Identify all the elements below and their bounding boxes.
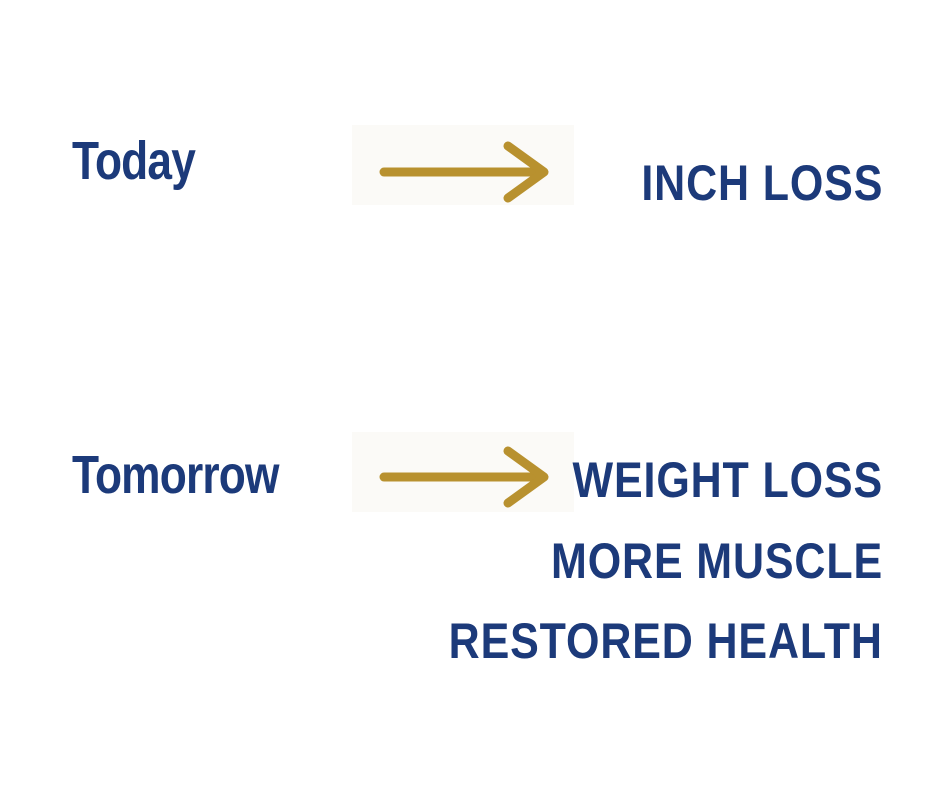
arrow-tomorrow bbox=[352, 432, 574, 512]
right-arrow-icon bbox=[379, 141, 549, 203]
row-label-tomorrow: Tomorrow bbox=[72, 445, 279, 505]
outcome-weight-loss: WEIGHT LOSS bbox=[572, 452, 883, 508]
outcome-inch-loss: INCH LOSS bbox=[641, 155, 883, 211]
right-arrow-icon bbox=[379, 446, 549, 508]
row-label-today: Today bbox=[72, 131, 196, 191]
arrow-today bbox=[352, 125, 574, 205]
outcome-restored-health: Restored Health bbox=[448, 613, 883, 669]
outcome-more-muscle: MORE MUSCLE bbox=[551, 533, 883, 589]
